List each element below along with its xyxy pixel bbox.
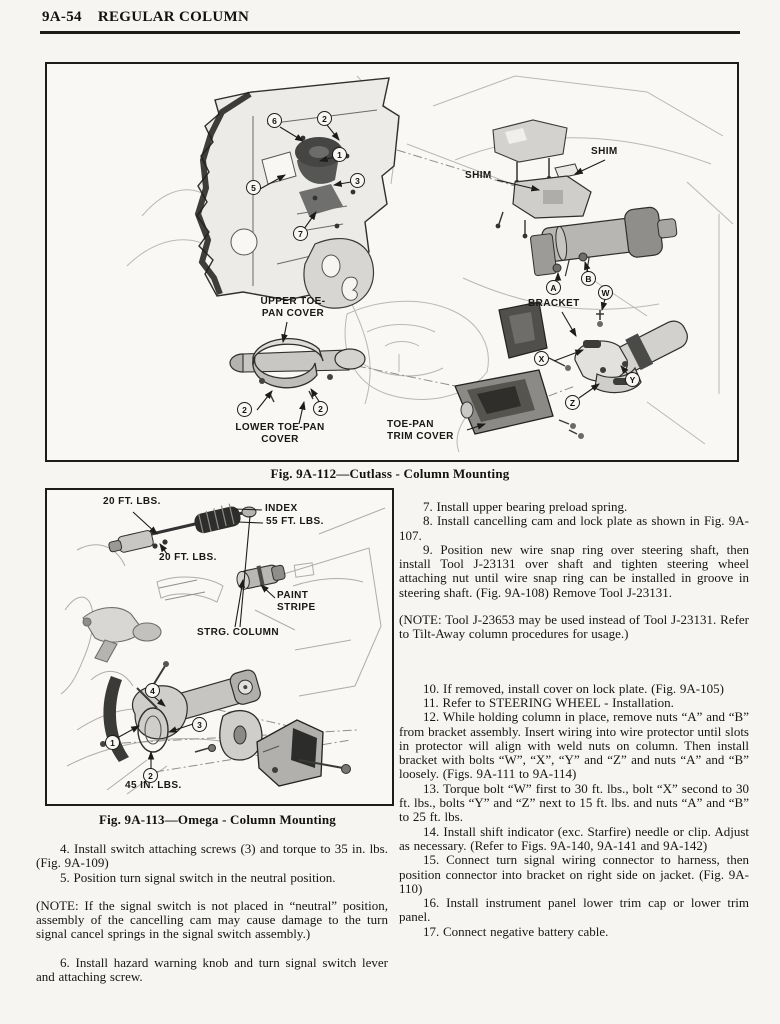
step-11: 11. Refer to STEERING WHEEL - Installati… (423, 694, 674, 710)
step-8: 8. Install cancelling cam and lock plate… (399, 513, 749, 543)
page-title: REGULAR COLUMN (97, 9, 250, 25)
page-number: 9A-54 (42, 9, 82, 25)
figure-9a-112: UPPER TOE- PAN COVER LOWER TOE-PAN COVER… (45, 62, 739, 462)
callout-y: Y (625, 372, 640, 387)
step-17: 17. Connect negative battery cable. (423, 923, 609, 939)
label-20-ft-lbs-upper: 20 FT. LBS. (103, 496, 161, 507)
step-7: 7. Install upper bearing preload spring. (423, 499, 628, 514)
callout-3: 3 (350, 173, 365, 188)
callout-6: 6 (267, 113, 282, 128)
step-16: 16. Install instrument panel lower trim … (399, 895, 749, 925)
figure-9a-113-illustration (60, 503, 386, 795)
right-text-column: 7. Install upper bearing preload spring.… (399, 499, 749, 939)
left-text-column: 4. Install switch attaching screws (3) a… (36, 841, 388, 985)
callout-fig2-2: 2 (143, 768, 158, 783)
callout-x: X (534, 351, 549, 366)
note-signal-switch: (NOTE: If the signal switch is not place… (36, 897, 388, 942)
step-5: 5. Position turn signal switch in the ne… (60, 869, 336, 885)
step-4: 4. Install switch attaching screws (3) a… (36, 841, 388, 871)
label-20-ft-lbs-lower: 20 FT. LBS. (159, 552, 217, 563)
callout-1: 1 (332, 147, 347, 162)
callout-2-right: 2 (313, 401, 328, 416)
label-bracket: BRACKET (528, 298, 580, 309)
label-strg-column: STRG. COLUMN (197, 627, 280, 638)
step-12: 12. While holding column in place, remov… (399, 709, 749, 782)
callout-b: B (581, 271, 596, 286)
step-14: 14. Install shift indicator (exc. Starfi… (399, 823, 749, 853)
callout-5: 5 (246, 180, 261, 195)
label-paint-stripe: PAINT STRIPE (277, 590, 316, 613)
figure-9a-113: 20 FT. LBS. INDEX 55 FT. LBS. 20 FT. LBS… (45, 488, 394, 806)
note-tool-j23653: (NOTE: Tool J-23653 may be used instead … (399, 612, 749, 642)
step-6: 6. Install hazard warning knob and turn … (36, 954, 388, 985)
page-header: 9A-54 REGULAR COLUMN (42, 9, 249, 26)
callout-2-left: 2 (237, 402, 252, 417)
figure-9a-113-caption: Fig. 9A-113—Omega - Column Mounting (98, 812, 337, 827)
callout-fig2-1: 1 (105, 735, 120, 750)
figure-9a-112-illustration (126, 75, 734, 453)
callout-2: 2 (317, 111, 332, 126)
label-45-in-lbs: 45 IN. LBS. (125, 780, 182, 791)
callout-7: 7 (293, 226, 308, 241)
label-index: INDEX (265, 503, 298, 514)
callout-a: A (546, 280, 561, 295)
label-55-ft-lbs: 55 FT. LBS. (266, 516, 324, 527)
callout-fig2-4: 4 (145, 683, 160, 698)
step-9: 9. Position new wire snap ring over stee… (399, 541, 749, 600)
label-toe-pan-trim-cover: TOE-PAN TRIM COVER (387, 419, 454, 442)
label-upper-toe-pan-cover: UPPER TOE- PAN COVER (260, 296, 326, 319)
label-shim-left: SHIM (465, 170, 492, 181)
callout-fig2-3: 3 (192, 717, 207, 732)
step-10: 10. If removed, install cover on lock pl… (423, 680, 724, 696)
callout-z: Z (565, 395, 580, 410)
figure-9a-112-caption: Fig. 9A-112—Cutlass - Column Mounting (270, 466, 510, 481)
label-lower-toe-pan-cover: LOWER TOE-PAN COVER (235, 422, 325, 445)
step-13: 13. Torque bolt “W” first to 30 ft. lbs.… (399, 780, 749, 825)
callout-w: W (598, 285, 613, 300)
step-15: 15. Connect turn signal wiring connector… (399, 852, 749, 896)
header-rule (40, 31, 740, 34)
label-shim-right: SHIM (591, 146, 618, 157)
